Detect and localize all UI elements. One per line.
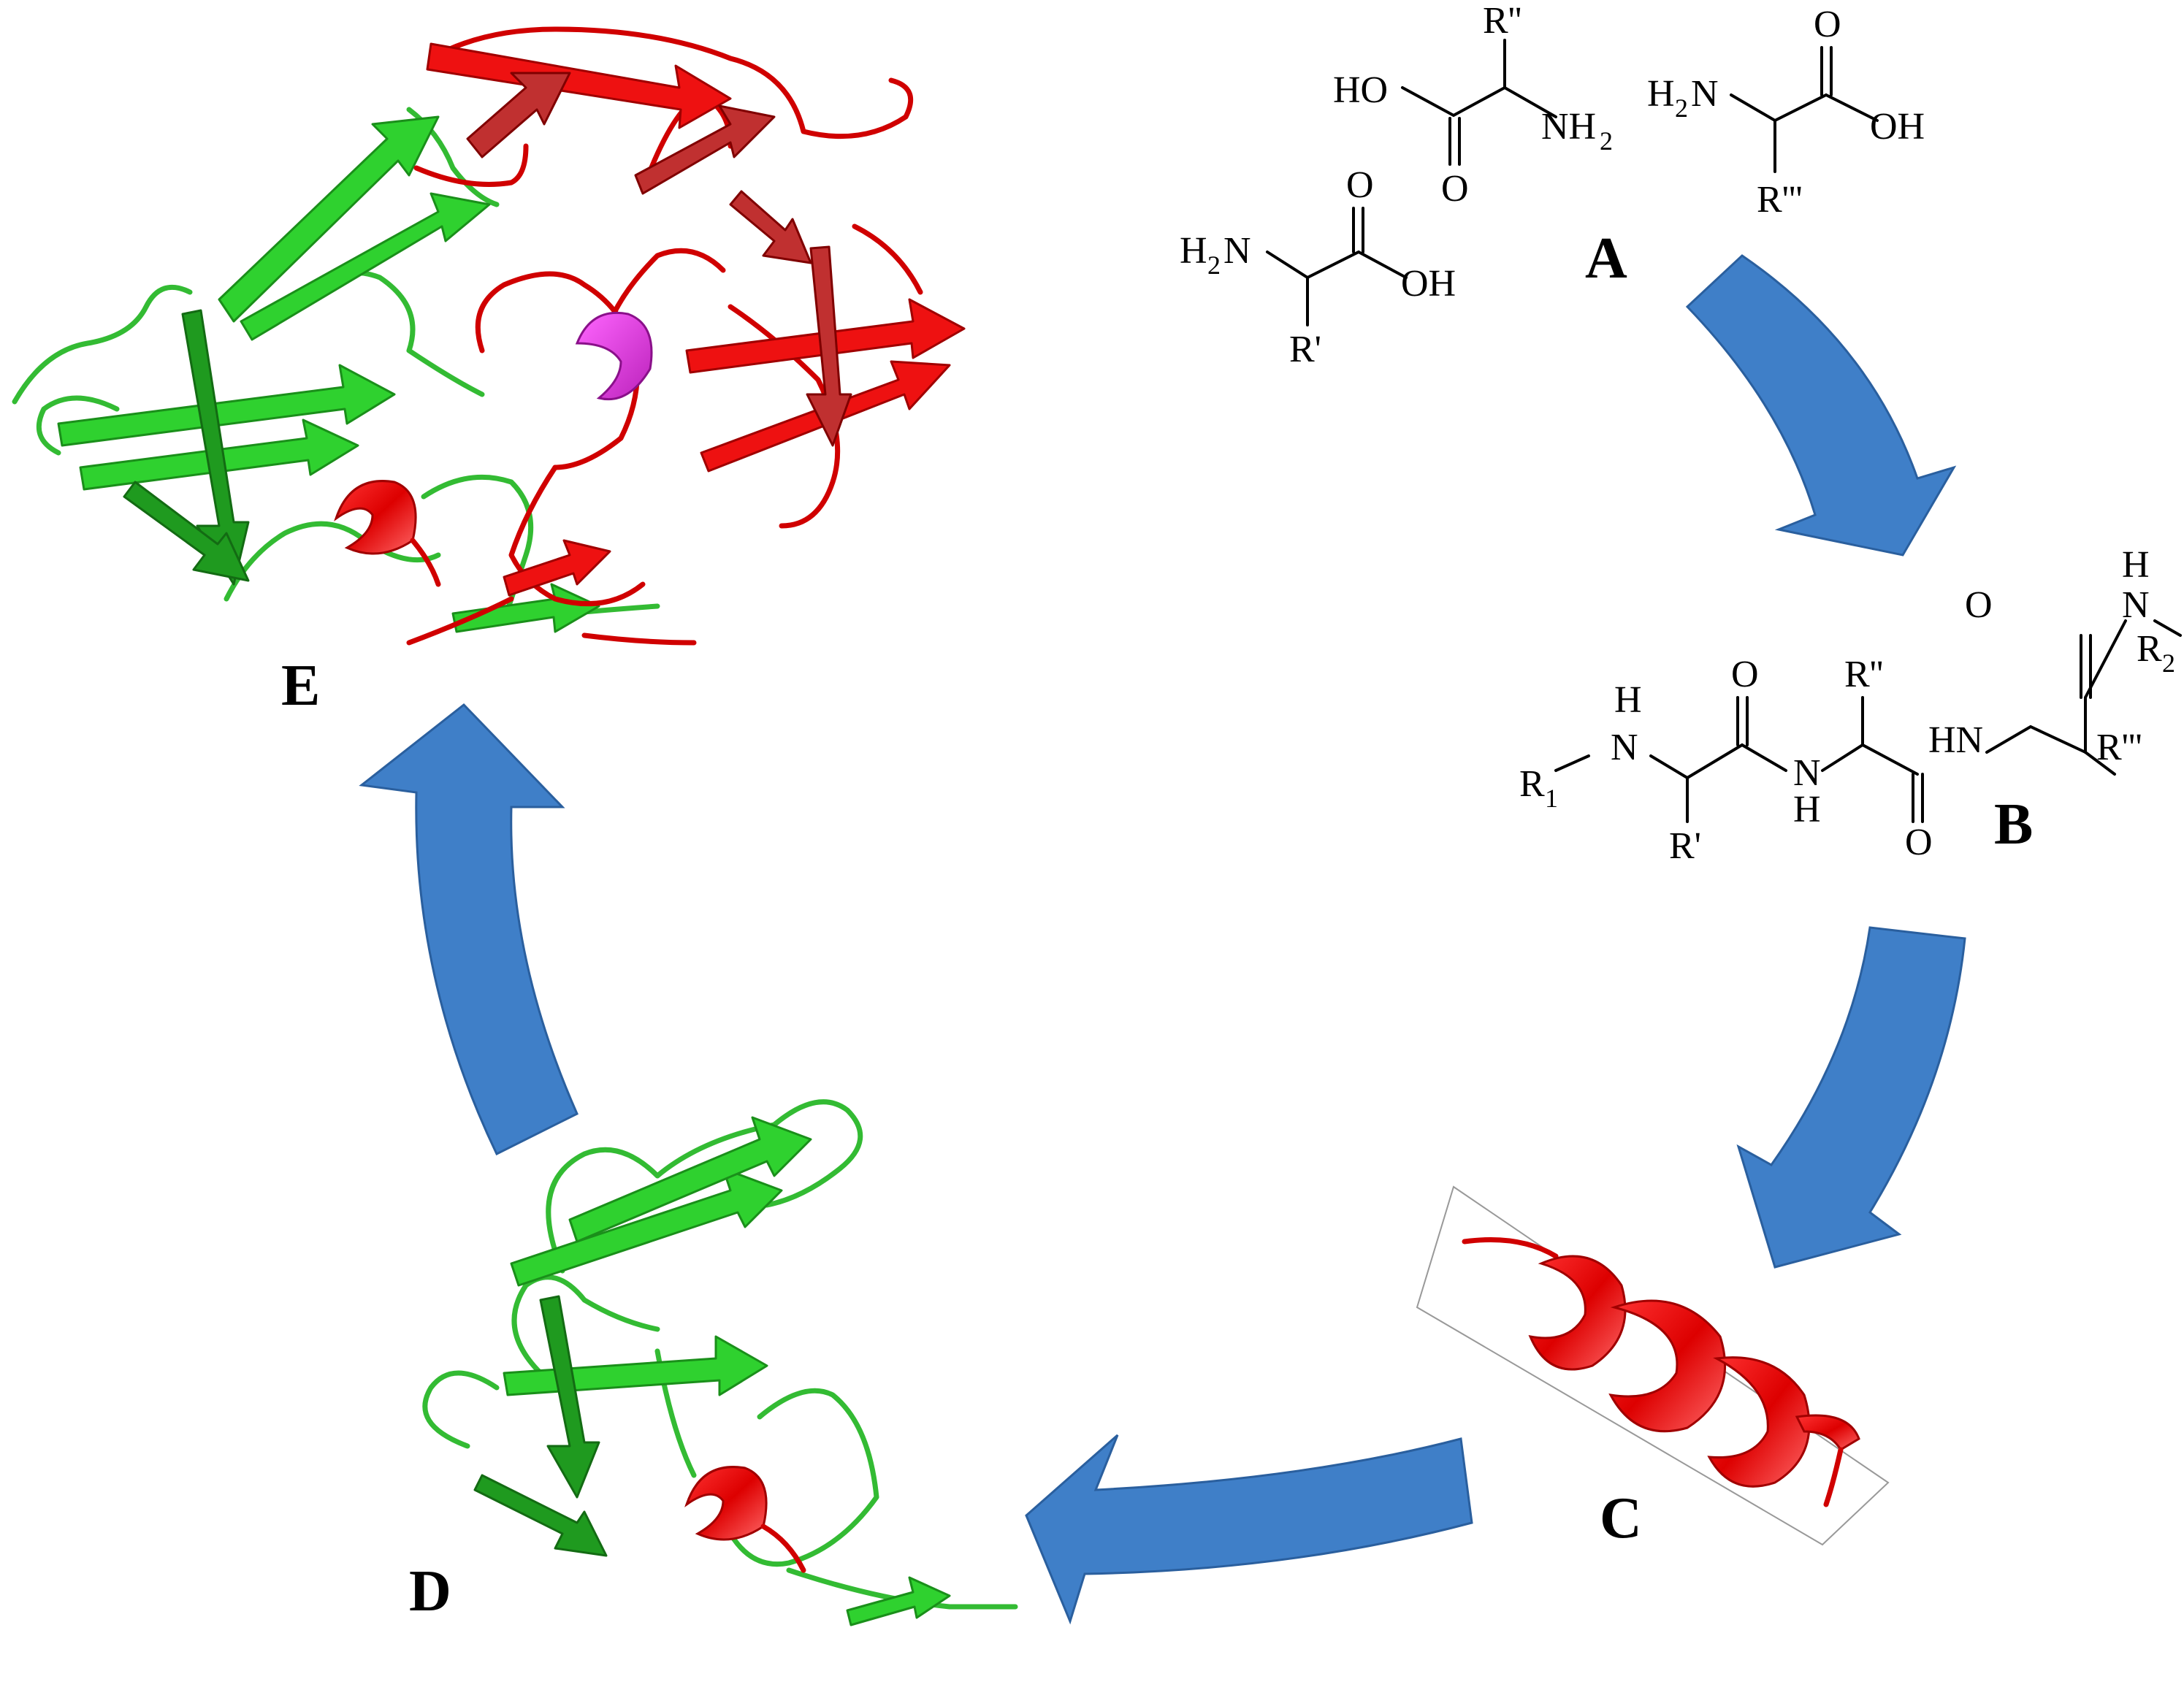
d-strand-5 bbox=[473, 1474, 608, 1557]
panel-label-a: A bbox=[1585, 226, 1627, 291]
e-red-strand-6 bbox=[806, 245, 852, 447]
b-r-prime-label: R' bbox=[1669, 825, 1701, 867]
aa3-h-label: H bbox=[1180, 230, 1207, 272]
aa1-r-label: R'' bbox=[1483, 0, 1521, 42]
b-r-double-prime-label: R'' bbox=[1844, 654, 1883, 695]
cycle-arrows bbox=[359, 254, 1966, 1625]
panel-a-amino-acids: HO R'' O NH 2 H 2 N O OH R''' H 2 bbox=[1180, 0, 1925, 370]
aa3-oh-label: OH bbox=[1401, 263, 1456, 305]
b-nh1-h-label: H bbox=[1614, 679, 1642, 721]
b-nh2-h-label: H bbox=[1793, 789, 1821, 830]
aa1-nh-subscript: 2 bbox=[1600, 126, 1613, 156]
e-green-strand-7 bbox=[451, 583, 600, 633]
b-r1-subscript: 1 bbox=[1545, 784, 1558, 813]
d-strand-3 bbox=[503, 1335, 768, 1396]
amino-acid-r-prime: H 2 N O OH R' bbox=[1180, 164, 1456, 370]
d-strand-4 bbox=[539, 1295, 600, 1499]
aa3-h-subscript: 2 bbox=[1207, 251, 1221, 280]
d-strand-2 bbox=[568, 1116, 812, 1243]
helix-turn-4 bbox=[1795, 1414, 1860, 1452]
aa2-oxygen-label: O bbox=[1814, 4, 1841, 45]
b-nh1-n-label: N bbox=[1611, 727, 1638, 768]
e-green-strand-1 bbox=[218, 115, 440, 323]
panel-d-folded-domain: D bbox=[409, 1099, 1018, 1626]
panel-label-c: C bbox=[1600, 1486, 1642, 1551]
d-strand-1 bbox=[510, 1167, 783, 1287]
e-red-helix bbox=[334, 480, 417, 555]
e-red-strand-2 bbox=[466, 72, 571, 158]
panel-c-helix: C bbox=[1416, 1185, 1890, 1551]
panel-label-e: E bbox=[281, 654, 320, 718]
e-red-strand-3 bbox=[634, 104, 776, 195]
arrow-b-to-c bbox=[1736, 926, 1966, 1269]
e-red-strand-1 bbox=[426, 42, 732, 129]
b-r2-subscript: 2 bbox=[2162, 649, 2175, 678]
aa3-n-label: N bbox=[1223, 230, 1251, 272]
b-r2-label: R bbox=[2137, 628, 2162, 670]
arrow-a-to-b bbox=[1685, 254, 1957, 557]
b-oxygen-1-label: O bbox=[1731, 654, 1759, 695]
d-strand-6 bbox=[846, 1576, 951, 1626]
helix-turn-1 bbox=[1528, 1255, 1627, 1371]
aa2-r-label: R''' bbox=[1757, 179, 1803, 221]
e-red-strand-8 bbox=[503, 539, 611, 597]
arrow-c-to-d bbox=[1025, 1434, 1473, 1625]
helix-turn-3 bbox=[1707, 1356, 1811, 1488]
panel-label-d: D bbox=[409, 1559, 451, 1624]
b-nh3-n-label: N bbox=[2122, 584, 2150, 626]
aa2-h-label: H bbox=[1647, 73, 1675, 115]
aa2-oh-label: OH bbox=[1870, 106, 1925, 148]
amino-acid-r-triple-prime: H 2 N O OH R''' bbox=[1647, 4, 1925, 221]
panel-b-tripeptide: R 1 N H R' O N H R'' O HN R''' O N H R 2… bbox=[1519, 544, 2182, 867]
helix-turn-2 bbox=[1608, 1299, 1726, 1433]
aa3-oxygen-label: O bbox=[1346, 164, 1374, 206]
b-nh3-h-label: H bbox=[2122, 544, 2150, 586]
amino-acid-r-double-prime: HO R'' O NH 2 bbox=[1333, 0, 1613, 210]
aa2-n-label: N bbox=[1691, 73, 1719, 115]
e-magenta-helix bbox=[575, 311, 653, 401]
e-red-strand-7 bbox=[729, 190, 812, 264]
panel-e-dimer-complex: E bbox=[12, 26, 966, 718]
e-green-strand-5 bbox=[181, 309, 250, 586]
e-green-strand-3 bbox=[57, 364, 396, 447]
aa3-r-label: R' bbox=[1289, 329, 1321, 370]
aa2-h-subscript: 2 bbox=[1675, 93, 1688, 123]
d-red-helix bbox=[684, 1466, 768, 1541]
b-oxygen-3-label: O bbox=[1965, 584, 1993, 626]
panel-label-b: B bbox=[1994, 792, 2033, 857]
b-nh2-n-label: N bbox=[1793, 752, 1821, 794]
b-hn-label: HN bbox=[1928, 719, 1983, 761]
e-green-strand-2 bbox=[240, 192, 491, 341]
b-oxygen-2-label: O bbox=[1905, 822, 1933, 863]
b-r1-label: R bbox=[1519, 763, 1545, 805]
b-r-triple-prime-label: R''' bbox=[2096, 727, 2142, 768]
aa1-nh-label: NH bbox=[1541, 106, 1596, 148]
aa1-ho-label: HO bbox=[1333, 69, 1388, 111]
e-green-strand-6 bbox=[123, 481, 250, 582]
aa1-oxygen-label: O bbox=[1441, 168, 1469, 210]
arrow-d-to-e bbox=[359, 703, 579, 1156]
